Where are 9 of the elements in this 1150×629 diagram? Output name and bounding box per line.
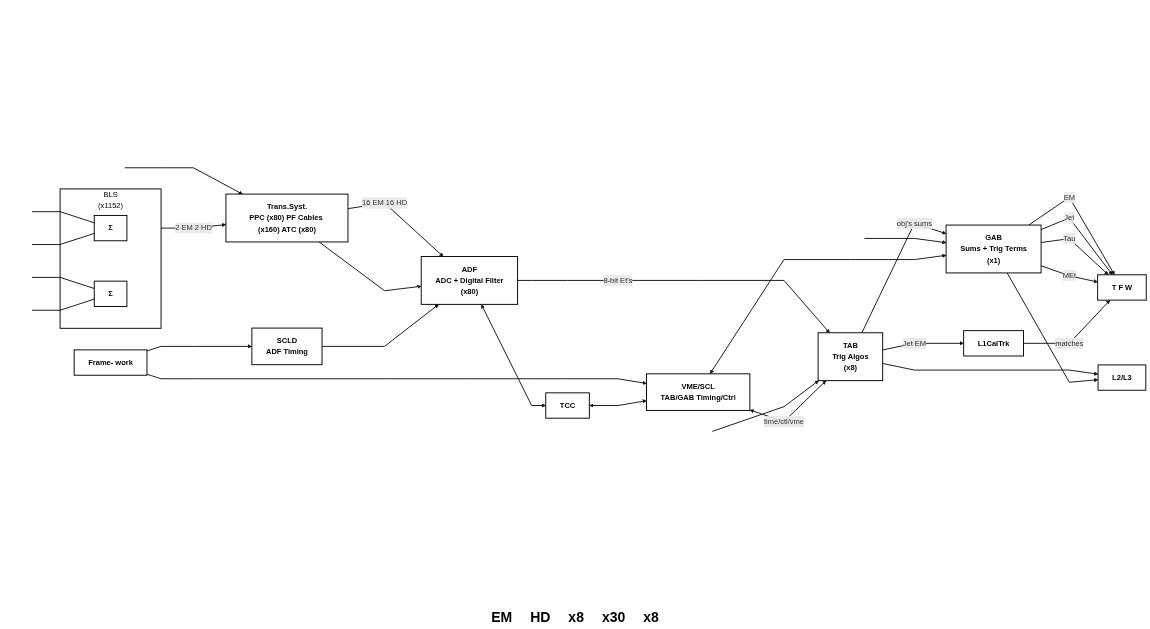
connector (31, 233, 95, 246)
multiplicity-label: x8 (568, 609, 584, 625)
multiplicity-label: x8 (643, 609, 659, 625)
multiplicity-label: EM (491, 609, 513, 625)
multiplicity-label: HD (530, 609, 551, 625)
multiplicity-label: x30 (601, 609, 626, 625)
connector (31, 299, 95, 312)
connector (31, 277, 95, 290)
connector (31, 211, 95, 224)
